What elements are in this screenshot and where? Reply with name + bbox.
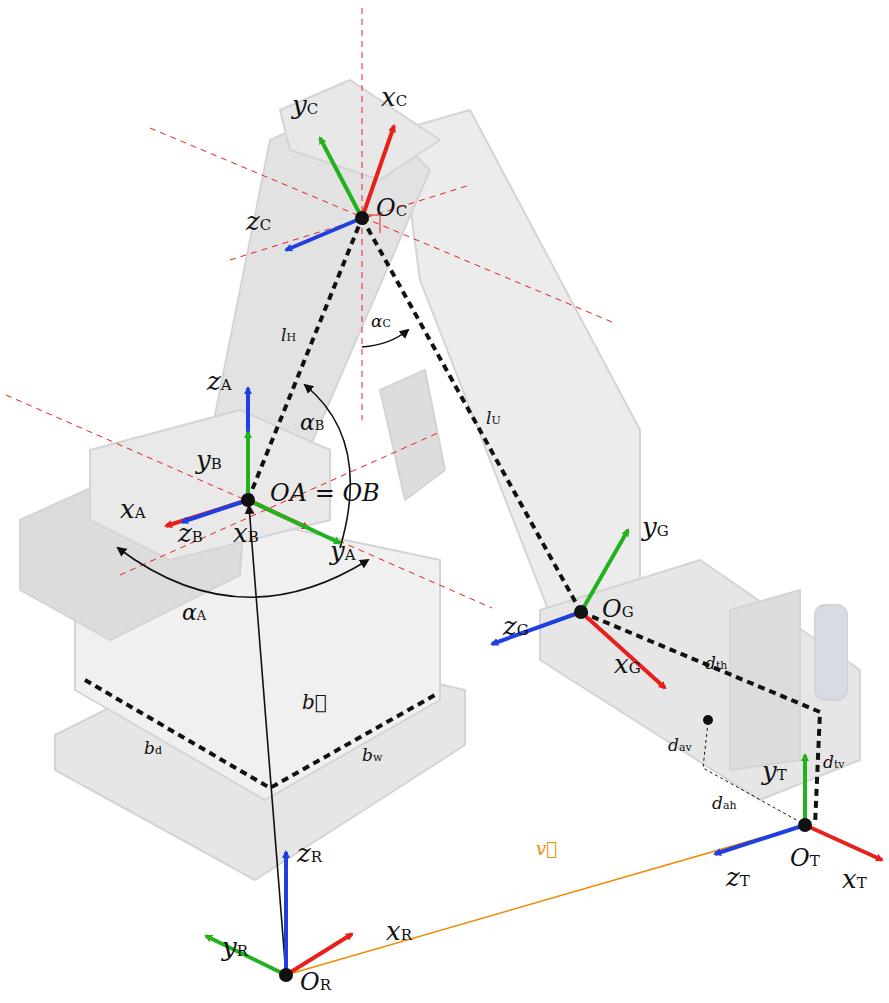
frame-label: OC xyxy=(376,196,407,220)
frame-label: xG xyxy=(614,651,641,677)
frame-label: zR xyxy=(297,840,322,866)
frame-label: dav xyxy=(668,737,692,754)
frame-label: OR xyxy=(300,970,331,994)
frame-label: xA xyxy=(120,496,146,522)
frame-label: b⃗ xyxy=(302,692,327,712)
frame-label: OA = OB xyxy=(270,481,380,505)
frame-label: xR xyxy=(386,918,412,944)
frame-label: yR xyxy=(222,934,248,960)
frame-label: zC xyxy=(246,208,271,234)
frame-label: zG xyxy=(503,613,529,639)
frame-label: yT xyxy=(762,758,787,784)
frame-label: xT xyxy=(842,866,867,892)
frame-label: dah xyxy=(712,795,737,812)
frame-label: αC xyxy=(371,313,391,330)
frame-label: bw xyxy=(362,747,382,764)
frame-label: dth xyxy=(705,655,727,672)
frame-label: zT xyxy=(726,864,750,890)
frame-label: lU xyxy=(486,410,501,427)
frame-label: dtv xyxy=(823,754,845,771)
frame-label: OT xyxy=(790,846,820,870)
frame-label: zB xyxy=(178,520,203,546)
frame-label: v⃗ xyxy=(536,840,557,858)
frame-label: zA xyxy=(207,368,232,394)
frame-label: αA xyxy=(182,602,206,624)
frame-label: OG xyxy=(602,597,634,621)
frame-label: yC xyxy=(292,92,318,118)
frame-label: xC xyxy=(381,84,407,110)
frame-label: bd xyxy=(144,740,162,757)
frame-label: yB xyxy=(196,447,222,473)
frame-label: yA xyxy=(330,538,356,564)
frame-label: yG xyxy=(642,514,669,540)
frame-label: xB xyxy=(233,520,259,546)
frame-label: αB xyxy=(300,412,324,434)
frame-label: lH xyxy=(281,327,296,344)
